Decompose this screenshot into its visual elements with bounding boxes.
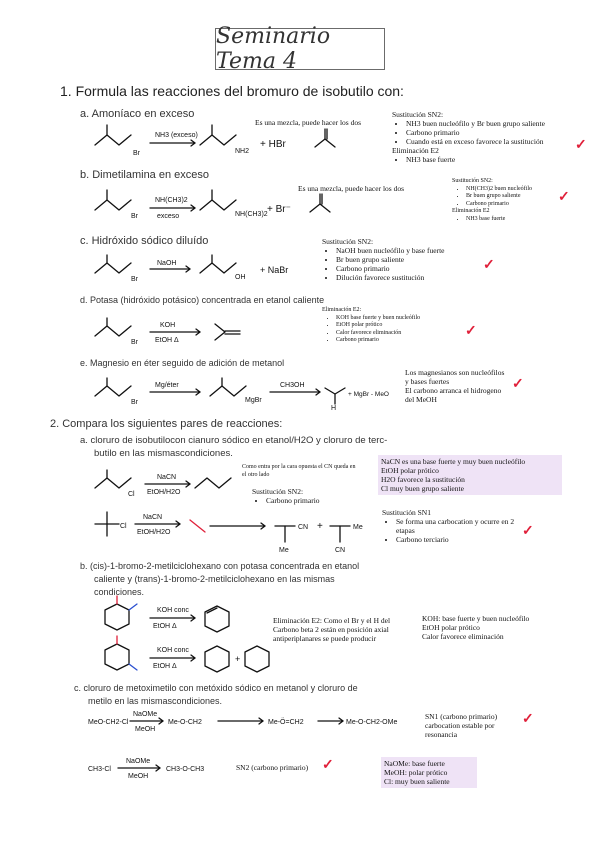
q1c-reagent: NaOH: [157, 260, 176, 267]
q1e-reagent: Mg/éter: [155, 382, 179, 389]
q1b-label: b. Dimetilamina en exceso: [80, 169, 210, 181]
q1d-reagent: KOH: [160, 322, 175, 329]
q2c-rxn2-note: SN2 (carbono primario): [236, 763, 309, 772]
svg-text:CN: CN: [335, 547, 345, 554]
q2a-reaction2-reagent2: EtOH/H2O: [137, 529, 171, 536]
svg-text:Cl: Cl: [120, 523, 127, 530]
q1e-reagent2: CH3OH: [280, 382, 305, 389]
q2c-reaction-2: CH3-Cl NaOMe MeOH CH3-O-CH3: [88, 758, 204, 780]
q1b-reaction-scheme: Br NH(CH3)2 exceso NH(CH3)2 + Br⁻: [94, 189, 331, 220]
q2c-purple-notes: NaOMe: base fuerte MeOH: polar prótico C…: [381, 757, 477, 788]
q1e-reaction-scheme: Br Mg/éter MgBr CH3OH H + MgBr - MeO: [94, 377, 389, 412]
q1b-reagent: NH(CH3)2: [155, 197, 188, 204]
q2b-notes: KOH: base fuerte y buen nucleófilo EtOH …: [422, 614, 530, 641]
q2b-reaction-1: KOH conc EtOH Δ: [104, 595, 230, 633]
svg-text:Br: Br: [133, 150, 141, 157]
page-title: Seminario Tema 4: [215, 24, 385, 74]
q2c-rxn1-product: Me-O-CH2-OMe: [346, 719, 397, 726]
q2a-reaction-1: Cl NaCN EtOH/H2O: [94, 469, 232, 498]
q1e-notes: Los magnesianos son nucleófilos y bases …: [405, 368, 505, 404]
q2c-rxn2-reagent: NaOMe: [126, 758, 150, 765]
q1d-reagent2: EtOH Δ: [155, 337, 179, 344]
q2a-reaction-2: Cl NaCN EtOH/H2O CN Me + Me CN: [94, 511, 363, 554]
q1c-notes: Sustitución SN2: NaOH buen nucleófilo y …: [322, 237, 482, 282]
q2b-reagent2: EtOH Δ: [153, 623, 177, 630]
q2c-reagent: NaOMe: [133, 711, 157, 718]
svg-text:NH(CH3)2: NH(CH3)2: [235, 211, 268, 218]
q2a-label-line2: butilo en las mismascondiciones.: [94, 448, 233, 459]
q1b-check-icon: ✓: [558, 188, 570, 204]
q1d-label: d. Potasa (hidróxido potásico) concentra…: [80, 295, 325, 305]
q1a-notes: Sustitución SN2: NH3 buen nucleófilo y B…: [392, 110, 592, 164]
q1c-label: c. Hidróxido sódico diluído: [80, 235, 209, 247]
question-1-heading: 1. Formula las reacciones del bromuro de…: [60, 83, 404, 99]
q2b-label: b. (cis)-1-bromo-2-metilciclohexano con …: [80, 561, 360, 571]
q2c-rxn1-start: MeO-CH2-Cl: [88, 719, 129, 726]
svg-text:NH2: NH2: [235, 148, 249, 155]
q2b-note: Eliminación E2: Como el Br y el H del Ca…: [273, 616, 391, 643]
q1d-check-icon: ✓: [465, 322, 477, 338]
q1a-products: + HBr: [260, 139, 287, 150]
q1c-check-icon: ✓: [483, 256, 495, 272]
q1c-reaction-scheme: Br NaOH OH + NaBr: [94, 254, 288, 283]
q1d-notes: Eliminación E2: KOH base fuerte y buen n…: [322, 307, 462, 345]
q1e-check-icon: ✓: [512, 375, 524, 391]
svg-text:MgBr: MgBr: [245, 397, 262, 404]
svg-text:Cl: Cl: [128, 491, 135, 498]
q1e-products: + MgBr - MeO: [348, 391, 389, 398]
svg-text:Br: Br: [131, 339, 139, 346]
q1d-reaction-scheme: Br KOH EtOH Δ: [94, 317, 241, 346]
q1a-check-icon: ✓: [575, 136, 587, 152]
q2b-reaction2-reagent2: EtOH Δ: [153, 663, 177, 670]
q2b-label-line3: condiciones.: [94, 587, 145, 597]
q1c-products: + NaBr: [260, 265, 288, 275]
svg-text:+: +: [317, 521, 323, 532]
q2c-label: c. cloruro de metoximetilo con metóxido …: [74, 683, 358, 693]
q2c-rxn2-reagent2: MeOH: [128, 773, 148, 780]
svg-text:OH: OH: [235, 274, 246, 281]
svg-text:+: +: [235, 654, 240, 664]
svg-text:Me: Me: [353, 524, 363, 531]
svg-text:Me: Me: [279, 547, 289, 554]
svg-text:Br: Br: [131, 399, 139, 406]
q1a-label: a. Amoníaco en exceso: [80, 108, 195, 120]
q2a-label: a. cloruro de isobutilocon cianuro sódic…: [80, 435, 388, 446]
q2a-purple-notes: NaCN es una base fuerte y muy buen nucle…: [378, 455, 562, 495]
q2b-reaction2-reagent: KOH conc: [157, 647, 189, 654]
q2c-rxn1-inter2: Me-Ö=CH2: [268, 718, 304, 726]
q1b-notes: Sustitución SN2: NH(CH3)2 buen nucleófil…: [452, 178, 572, 223]
q1b-reagent2: exceso: [157, 213, 179, 220]
svg-text:H: H: [331, 405, 336, 412]
q2c-rxn2-start: CH3-Cl: [88, 766, 111, 773]
q2b-reagent: KOH conc: [157, 607, 189, 614]
q2c-reagent2: MeOH: [135, 726, 155, 733]
q2c-label-line2: metilo en las mismascondiciones.: [88, 696, 223, 706]
q2c-rxn2-check-icon: ✓: [322, 756, 334, 772]
q1b-products: + Br⁻: [267, 204, 291, 215]
q1b-mix-note: Es una mezcla, puede hacer los dos: [298, 184, 404, 193]
q2c-rxn1-inter1: Me-O-CH2: [168, 719, 202, 726]
svg-text:CN: CN: [298, 524, 308, 531]
q1a-reagent: NH3 (exceso): [155, 132, 198, 139]
q1a-mix-note: Es una mezcla, puede hacer los dos: [255, 118, 361, 127]
q1a-reaction-scheme: Br NH3 (exceso) NH2 + HBr: [94, 124, 336, 157]
q2b-label-line2: caliente y (trans)-1-bromo-2-metilcicloh…: [94, 574, 335, 584]
q2a-sn1-notes: Sustitución SN1 Se forma una carbocation…: [382, 508, 522, 544]
q2a-reagent2: EtOH/H2O: [147, 489, 181, 496]
q2a-side-note: Como entra por la cara opuesta el CN que…: [242, 464, 356, 478]
q2c-rxn2-product: CH3-O-CH3: [166, 766, 204, 773]
q2c-reaction-1: MeO-CH2-Cl NaOMe MeOH Me-O-CH2 Me-Ö=CH2 …: [88, 711, 397, 733]
q2a-check-icon: ✓: [522, 522, 534, 538]
q2c-check-icon: ✓: [522, 710, 534, 726]
q2b-reaction-2: KOH conc EtOH Δ +: [104, 635, 270, 673]
svg-text:Br: Br: [131, 276, 139, 283]
q2a-notes: Sustitución SN2: Carbono primario: [252, 487, 320, 505]
q1e-label: e. Magnesio en éter seguido de adición d…: [80, 358, 285, 368]
svg-text:Br: Br: [131, 213, 139, 220]
question-2-heading: 2. Compara los siguientes pares de reacc…: [50, 418, 283, 430]
q2c-rxn1-note: SN1 (carbono primario) carbocation estab…: [425, 712, 498, 739]
q2a-reagent: NaCN: [157, 474, 176, 481]
q2a-reaction2-reagent: NaCN: [143, 514, 162, 521]
